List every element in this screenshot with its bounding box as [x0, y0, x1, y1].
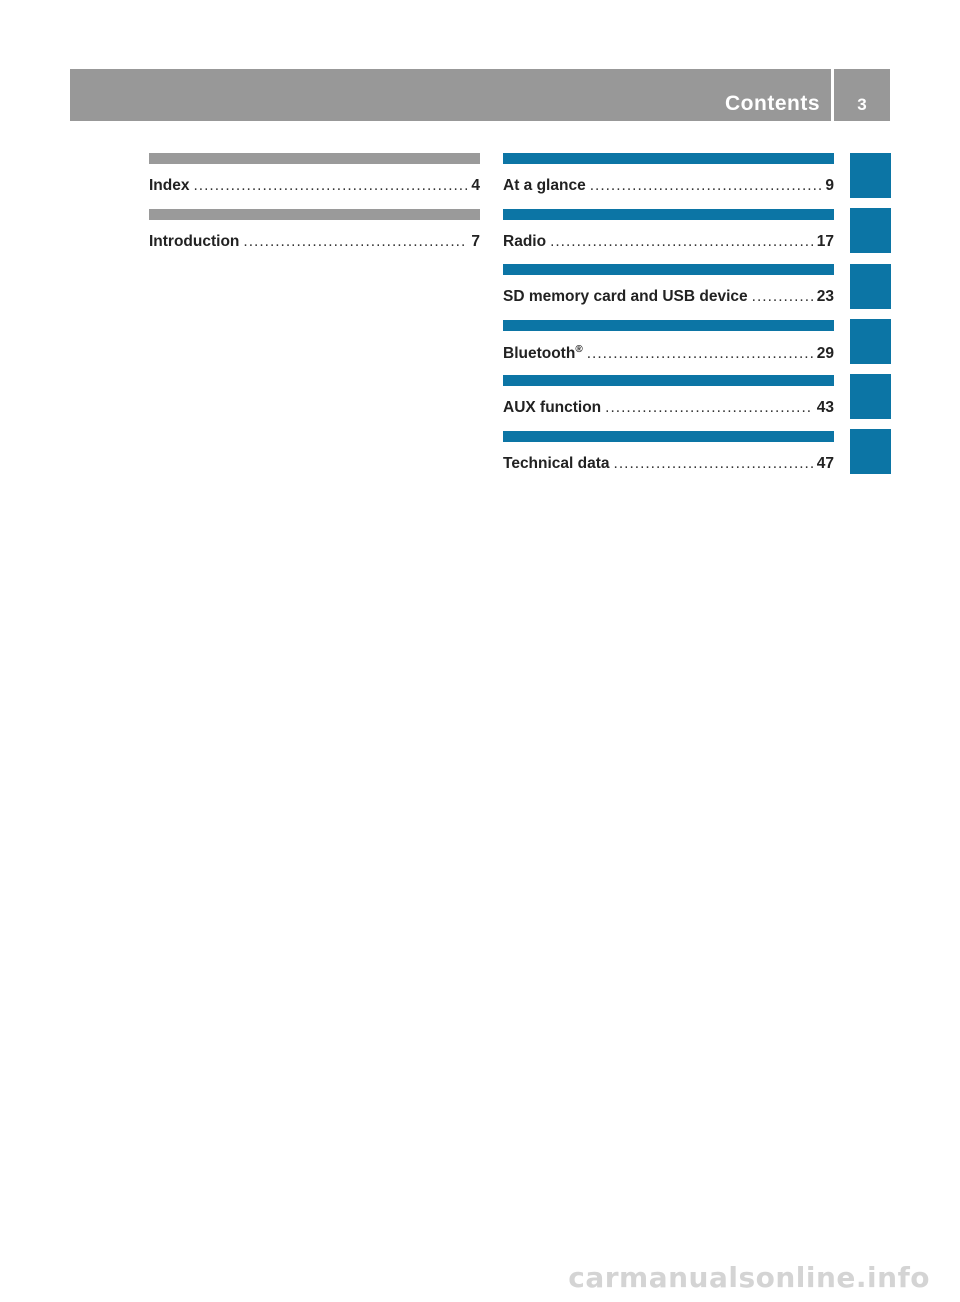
entry-title: At a glance	[503, 177, 586, 194]
entry-bar	[503, 375, 834, 386]
entry-title: Radio	[503, 232, 547, 250]
header-divider	[831, 69, 834, 121]
leader-dots	[243, 233, 467, 251]
toc-entry-sd-usb[interactable]: SD memory card and USB device 23	[503, 264, 834, 320]
leader-dots	[614, 455, 813, 473]
entry-bar	[503, 208, 834, 220]
chapter-tab[interactable]	[850, 318, 891, 364]
entry-page: 4	[471, 177, 480, 194]
entry-page: 29	[816, 344, 834, 362]
watermark: carmanualsonline.info	[568, 1261, 930, 1294]
leader-dots	[550, 233, 813, 251]
toc-entry-introduction[interactable]: Introduction 7	[149, 208, 480, 265]
entry-page: 23	[816, 288, 834, 305]
entry-page: 9	[825, 177, 834, 194]
toc-entry-radio[interactable]: Radio 17	[503, 208, 834, 265]
page-header: Contents 3	[70, 69, 890, 121]
page-number: 3	[857, 95, 867, 114]
entry-title: Bluetooth®	[503, 344, 583, 363]
leader-dots	[752, 288, 813, 306]
toc-entry-technical-data[interactable]: Technical data 47	[503, 430, 834, 487]
section-title: Contents	[725, 92, 820, 115]
leader-dots	[193, 177, 467, 195]
entry-bar	[149, 208, 480, 220]
entry-page: 17	[816, 232, 834, 250]
entry-bar	[503, 430, 834, 442]
entry-page: 7	[471, 232, 480, 250]
entry-page: 47	[816, 454, 834, 472]
entry-title-text: Bluetooth	[503, 344, 576, 362]
entry-title: Index	[149, 177, 190, 194]
toc-entry-index[interactable]: Index 4	[149, 153, 480, 209]
leader-dots	[590, 177, 822, 195]
entry-bar	[503, 153, 834, 164]
entry-bar	[149, 153, 480, 164]
chapter-tabs	[850, 153, 891, 485]
toc-entry-at-a-glance[interactable]: At a glance 9	[503, 153, 834, 209]
toc-right-column: At a glance 9 Radio 17 SD memory card an…	[503, 153, 834, 486]
toc-entry-aux[interactable]: AUX function 43	[503, 375, 834, 431]
chapter-tab[interactable]	[850, 374, 891, 420]
chapter-tab[interactable]	[850, 263, 891, 309]
chapter-tab[interactable]	[850, 153, 891, 198]
chapter-tab[interactable]	[850, 429, 891, 475]
toc-entry-bluetooth[interactable]: Bluetooth® 29	[503, 319, 834, 376]
entry-title: SD memory card and USB device	[503, 288, 748, 305]
leader-dots	[587, 345, 813, 363]
registered-mark: ®	[575, 343, 583, 355]
entry-title: Introduction	[149, 232, 240, 250]
entry-title: AUX function	[503, 399, 602, 416]
entry-bar	[503, 264, 834, 275]
chapter-tab[interactable]	[850, 208, 891, 254]
entry-page: 43	[816, 399, 834, 416]
entry-title: Technical data	[503, 454, 610, 472]
leader-dots	[605, 399, 813, 417]
toc-left-column: Index 4 Introduction 7	[149, 153, 480, 264]
entry-bar	[503, 319, 834, 331]
